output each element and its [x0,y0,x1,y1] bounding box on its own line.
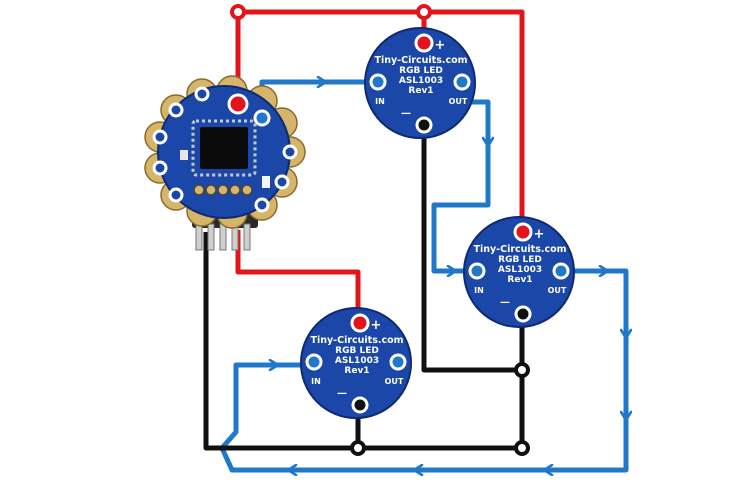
ground-wire-module-1 [421,126,522,373]
header-pin [195,223,203,251]
product-label: RGB LED [335,346,379,356]
part-label: ASL1003 [335,356,379,366]
minus-label: — [500,297,510,308]
plus-label: + [371,318,382,333]
ground-pad [351,396,369,414]
power-wire-controller-top [235,9,525,225]
power-wire-controller-bottom [235,230,361,322]
power-pad [513,222,533,242]
out-label: OUT [449,97,468,106]
ground-pad [514,305,532,323]
rev-label: Rev1 [507,275,532,285]
power-junction [416,4,432,20]
brand-label: Tiny-Circuits.com [473,244,566,255]
brand-label: Tiny-Circuits.com [374,55,467,66]
data-flow-arrows [262,82,626,470]
minus-label: — [401,108,411,119]
power-pad [227,93,249,115]
ground-junction [514,440,530,456]
brand-label: Tiny-Circuits.com [310,335,403,346]
data-in-pad [305,353,323,371]
minus-label: — [337,388,347,399]
out-label: OUT [548,286,567,295]
plus-label: + [435,38,446,53]
ground-wires [203,126,525,451]
board-component [180,150,188,160]
board-component [262,176,270,188]
ground-junction [350,440,366,456]
product-label: RGB LED [399,66,443,76]
data-in-pad [369,73,387,91]
data-in-pad [468,262,486,280]
junctions [230,4,530,456]
board-pads [152,86,298,213]
module-board [463,216,575,328]
data-out-pad [453,73,471,91]
product-label: RGB LED [498,255,542,265]
data-out-pad [389,353,407,371]
header-pin [243,223,251,251]
in-label: IN [474,286,484,295]
plus-label: + [534,227,545,242]
microcontroller-chip-icon [191,119,257,177]
ground-pad [415,116,433,134]
rev-label: Rev1 [344,366,369,376]
ground-junction [514,362,530,378]
data-out-pad [552,262,570,280]
power-pad [414,33,434,53]
power-pad [350,313,370,333]
part-label: ASL1003 [498,265,542,275]
in-label: IN [375,97,385,106]
out-label: OUT [385,377,404,386]
header-pin [207,223,215,251]
module-board [364,27,476,139]
data-pad [253,109,271,127]
part-label: ASL1003 [399,76,443,86]
header-pads [193,184,253,196]
rev-label: Rev1 [408,86,433,96]
in-label: IN [311,377,321,386]
header-pin [219,223,227,251]
power-junction [230,4,246,20]
module-board [300,307,412,419]
controller-board [144,75,306,251]
ground-wire-bus [203,232,522,451]
